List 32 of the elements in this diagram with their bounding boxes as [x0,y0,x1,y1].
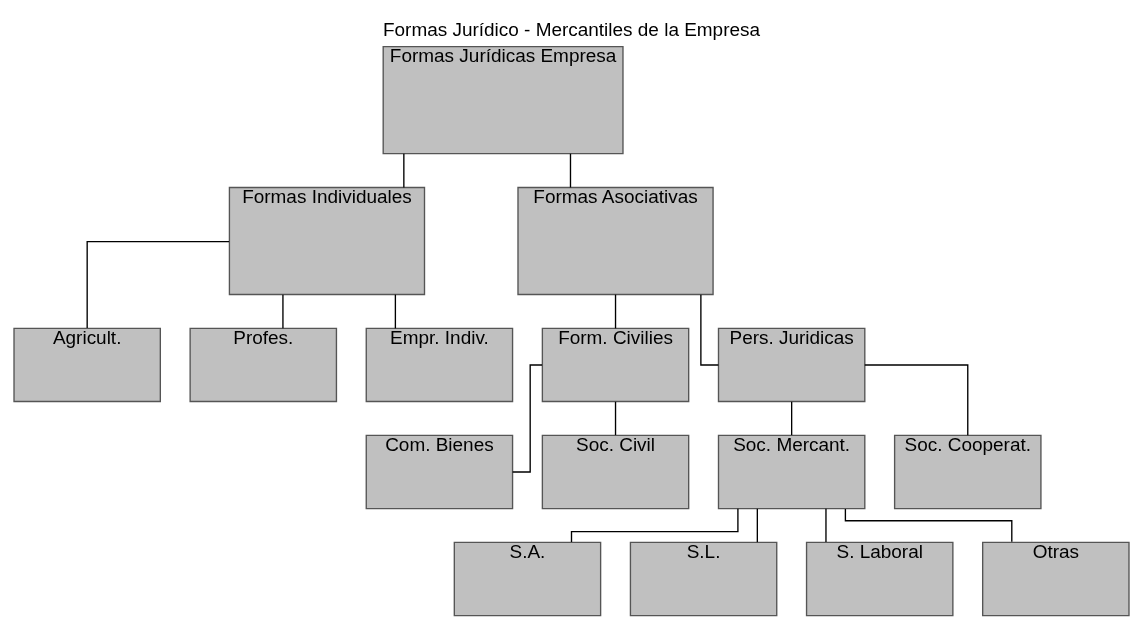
connector [569,153,572,189]
node-box: S.L. [629,541,778,617]
node-box: Form. Civilies [541,327,690,403]
node-box: S. Laboral [805,541,954,617]
node-box: Formas Individuales [228,186,426,296]
node-box: Empr. Indiv. [365,327,514,403]
connector [700,293,720,366]
diagram-title: Formas Jurídico - Mercantiles de la Empresa [382,19,761,41]
node-box: Pers. Juridicas [717,327,866,403]
connector [394,293,397,330]
connector [825,508,827,543]
connector [790,401,793,436]
connector [282,293,284,330]
connector [614,293,617,330]
connector [403,153,405,189]
node-box: Profes. [189,327,338,403]
connector [570,508,739,543]
node-box: Formas Asociativas [517,186,714,296]
connector [844,508,1013,543]
connector [614,401,617,436]
node-box: Soc. Cooperat. [893,434,1042,510]
connector [86,241,230,329]
node-box: Com. Bienes [365,434,514,510]
connector [864,364,969,436]
connector [756,508,758,543]
node-box: Otras [982,541,1130,617]
node-box: Agricult. [13,327,161,403]
node-box: S.A. [453,541,602,617]
connector [512,364,543,473]
node-box: Soc. Civil [541,434,690,510]
node-box: Formas Jurídicas Empresa [382,45,624,155]
node-box: Soc. Mercant. [717,434,866,510]
